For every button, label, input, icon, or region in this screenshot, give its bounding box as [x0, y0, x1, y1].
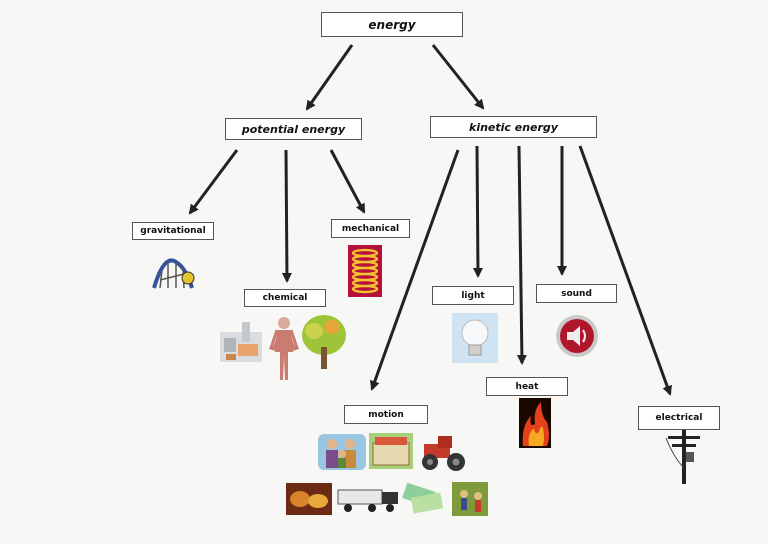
crate-icon	[369, 433, 413, 469]
food-icon	[286, 483, 332, 515]
arrow-kinetic-to-light	[472, 145, 483, 278]
human-body-icon	[269, 317, 299, 380]
arrow-energy-to-potential	[305, 44, 354, 111]
arrow-potential-to-gravitational	[188, 149, 239, 215]
node-light: light	[432, 286, 514, 305]
power-pole-icon	[665, 430, 700, 484]
node-gravitational: gravitational	[132, 222, 214, 240]
light-bulb-icon	[452, 313, 498, 363]
tree-icon	[302, 315, 346, 369]
fire-icon	[519, 398, 551, 448]
spring-icon	[348, 245, 382, 297]
arrow-kinetic-to-heat	[516, 145, 527, 365]
node-motion: motion	[344, 405, 428, 424]
arrow-kinetic-to-electrical	[578, 145, 672, 396]
factory-icon	[220, 322, 262, 362]
node-mechanical: mechanical	[331, 219, 410, 238]
node-electrical: electrical	[638, 406, 720, 430]
sports-field-icon	[452, 482, 488, 516]
roller-coaster-icon	[152, 258, 195, 289]
arrow-energy-to-kinetic	[431, 44, 485, 110]
family-icon	[318, 434, 366, 470]
node-heat: heat	[486, 377, 568, 396]
node-potential-energy: potential energy	[225, 118, 362, 140]
speaker-icon	[556, 315, 598, 357]
node-chemical: chemical	[244, 289, 326, 307]
arrow-kinetic-to-motion	[370, 149, 460, 391]
arrow-potential-to-mechanical	[329, 149, 366, 214]
truck-icon	[337, 489, 398, 512]
node-kinetic-energy: kinetic energy	[430, 116, 597, 138]
node-sound: sound	[536, 284, 617, 303]
arrow-potential-to-chemical	[281, 149, 292, 283]
money-icon	[402, 483, 444, 514]
node-energy: energy	[321, 12, 463, 37]
tractor-icon	[422, 436, 465, 471]
